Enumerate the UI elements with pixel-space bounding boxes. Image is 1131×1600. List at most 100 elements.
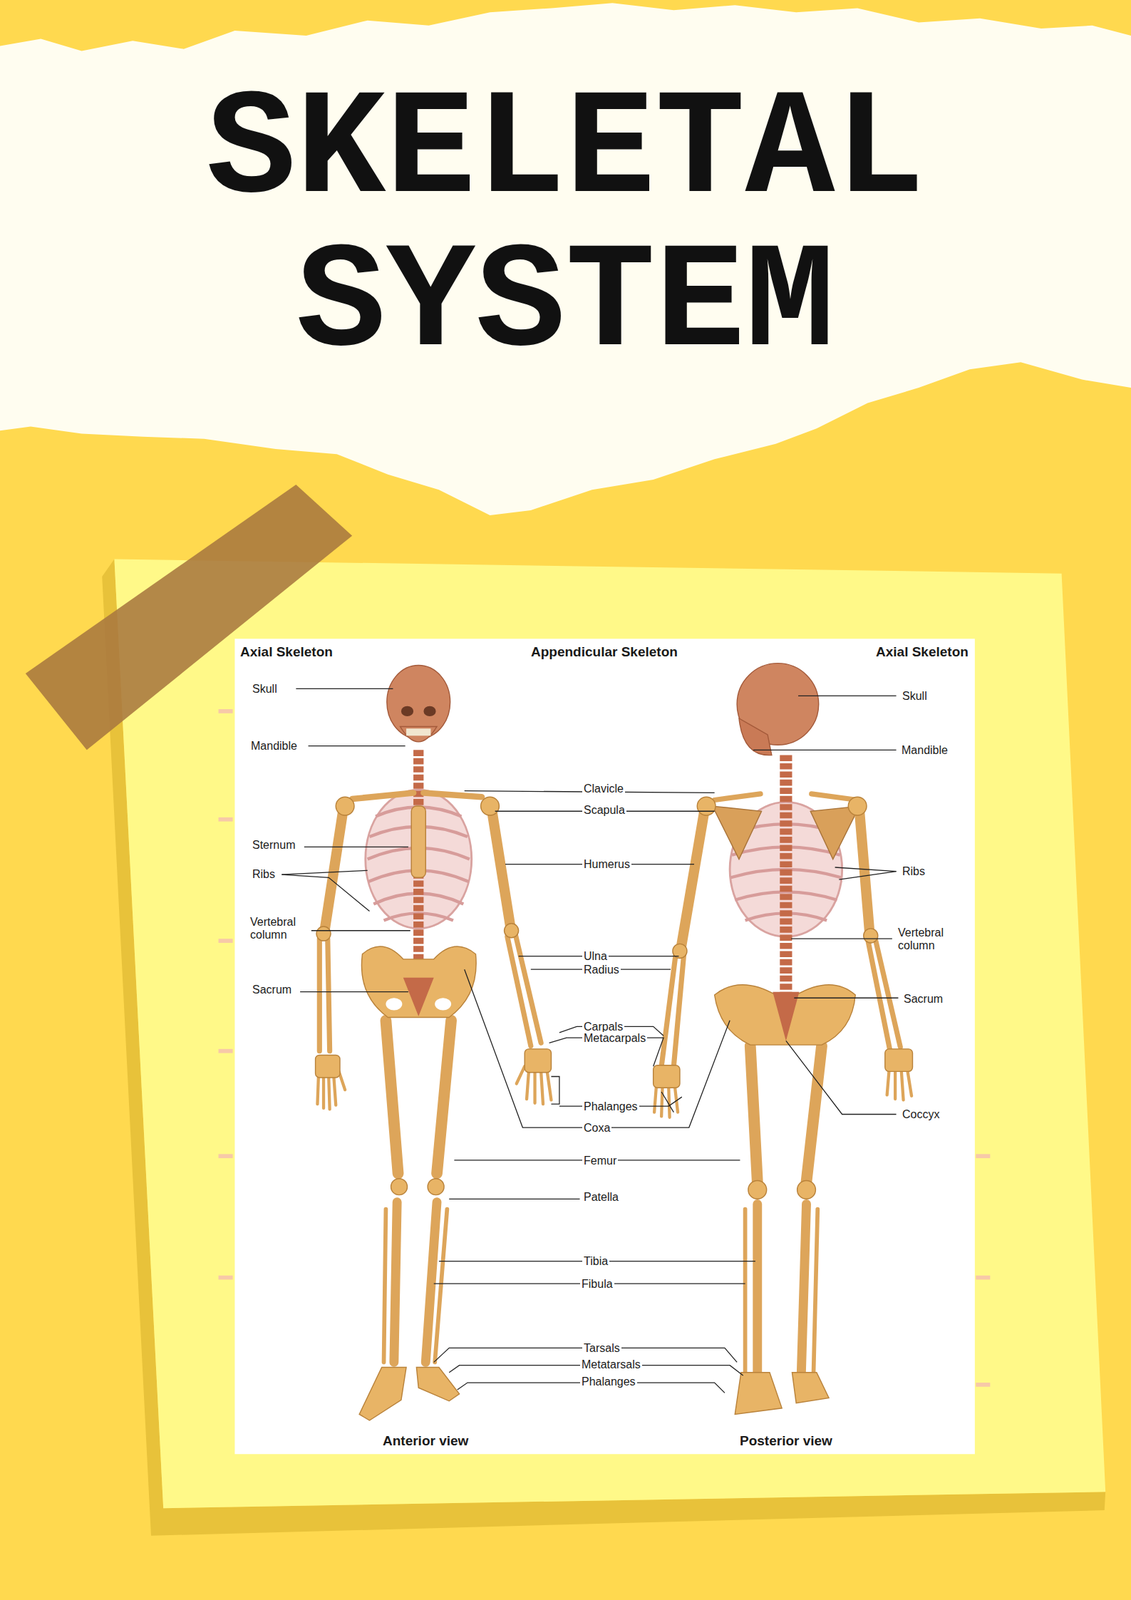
clavicle bbox=[352, 792, 414, 799]
femur bbox=[436, 1020, 452, 1174]
finger bbox=[333, 1076, 336, 1106]
humerus bbox=[859, 811, 870, 934]
leader-line bbox=[798, 695, 897, 697]
finger bbox=[661, 1085, 663, 1117]
bone-label: Ulna bbox=[582, 949, 609, 963]
rule-mark bbox=[218, 1153, 234, 1159]
rule-mark bbox=[975, 1275, 990, 1280]
finger bbox=[516, 1066, 525, 1084]
finger bbox=[668, 1085, 670, 1117]
shoulder-joint bbox=[335, 796, 355, 816]
foot bbox=[791, 1372, 829, 1404]
anterior-skeleton bbox=[315, 665, 552, 1422]
shoulder-joint bbox=[481, 796, 500, 816]
elbow bbox=[316, 926, 331, 941]
sacrum bbox=[403, 977, 435, 1017]
femur bbox=[750, 1046, 758, 1182]
palm bbox=[653, 1065, 680, 1088]
femur bbox=[806, 1046, 822, 1182]
bone-label: Humerus bbox=[582, 858, 632, 871]
ulna bbox=[317, 938, 323, 1051]
bone-label: Metatarsals bbox=[580, 1358, 643, 1372]
bone-label: Metacarpals bbox=[582, 1031, 648, 1045]
torn-paper-band bbox=[0, 2, 1131, 516]
bone-label: Ribs bbox=[250, 868, 277, 881]
finger bbox=[893, 1070, 897, 1099]
diagram-panel bbox=[234, 638, 975, 1454]
rule-mark bbox=[218, 938, 234, 943]
bone-label: Coxa bbox=[582, 1121, 612, 1135]
posterior-skeleton bbox=[653, 663, 913, 1415]
bone-label: Skull bbox=[250, 682, 279, 696]
patella bbox=[391, 1178, 408, 1196]
poster-title: SKELETAL SYSTEM bbox=[0, 74, 1131, 382]
bone-label: Coccyx bbox=[900, 1108, 941, 1122]
leader-line bbox=[308, 745, 406, 747]
leader-line bbox=[281, 870, 368, 875]
leader-lines bbox=[281, 688, 898, 1393]
finger bbox=[540, 1071, 544, 1104]
radius bbox=[327, 938, 330, 1051]
elbow bbox=[863, 928, 879, 943]
bone-label: Radius bbox=[582, 963, 621, 977]
bone-label: Mandible bbox=[900, 744, 950, 757]
leader-line bbox=[793, 997, 898, 999]
palm bbox=[885, 1049, 913, 1072]
foot bbox=[734, 1372, 782, 1415]
pelvis bbox=[714, 984, 856, 1045]
leader-line bbox=[281, 874, 370, 912]
view-heading: Axial Skeleton bbox=[238, 644, 335, 660]
leader-line bbox=[295, 688, 393, 690]
rule-mark bbox=[218, 817, 234, 822]
mandible bbox=[399, 726, 437, 742]
knee bbox=[748, 1180, 767, 1200]
rule-mark bbox=[218, 1275, 234, 1280]
radius bbox=[673, 954, 684, 1067]
bone-label: Patella bbox=[582, 1190, 621, 1204]
bone-label: Tibia bbox=[582, 1255, 610, 1268]
bone-label: Skull bbox=[900, 689, 929, 703]
bone-label: Tarsals bbox=[582, 1341, 622, 1355]
pelvis bbox=[361, 946, 477, 1017]
humerus bbox=[680, 811, 705, 949]
bone-label: Clavicle bbox=[582, 782, 626, 796]
finger bbox=[887, 1070, 890, 1095]
leader-line bbox=[786, 1040, 897, 1114]
note-shadow bbox=[101, 559, 1106, 1536]
bone-label: Sacrum bbox=[902, 992, 945, 1006]
finger bbox=[526, 1071, 529, 1099]
bone-label: Femur bbox=[582, 1154, 618, 1168]
obturator-hole bbox=[434, 997, 452, 1010]
clavicle bbox=[423, 792, 482, 797]
bone-label: Fibula bbox=[580, 1277, 615, 1291]
finger bbox=[328, 1076, 330, 1110]
finger bbox=[674, 1085, 678, 1112]
shoulder-joint bbox=[696, 796, 716, 816]
humerus bbox=[491, 811, 511, 927]
bone-label: Sacrum bbox=[250, 983, 293, 997]
sticky-note bbox=[114, 559, 1106, 1509]
bone-label: Vertebral column bbox=[248, 915, 309, 942]
finger bbox=[654, 1085, 657, 1112]
tape-strip bbox=[25, 484, 353, 750]
bracket bbox=[550, 1076, 559, 1105]
leader-line bbox=[835, 867, 897, 872]
foot bbox=[416, 1367, 459, 1402]
finger bbox=[547, 1071, 552, 1100]
obturator-hole bbox=[385, 997, 402, 1010]
view-heading: Posterior view bbox=[738, 1433, 834, 1449]
rule-mark bbox=[975, 1153, 990, 1159]
finger bbox=[907, 1070, 912, 1097]
radius bbox=[874, 936, 901, 1047]
shoulder-joint bbox=[848, 796, 867, 816]
finger bbox=[901, 1070, 904, 1101]
teeth bbox=[406, 728, 431, 736]
long-bones bbox=[317, 792, 551, 1362]
bone-label: Sternum bbox=[250, 838, 297, 852]
leader-line bbox=[311, 930, 411, 931]
rule-mark bbox=[218, 709, 234, 714]
leader-line bbox=[464, 969, 730, 1128]
leader-line bbox=[304, 846, 409, 848]
eye-socket bbox=[401, 706, 414, 717]
bone-label: Mandible bbox=[249, 739, 299, 753]
